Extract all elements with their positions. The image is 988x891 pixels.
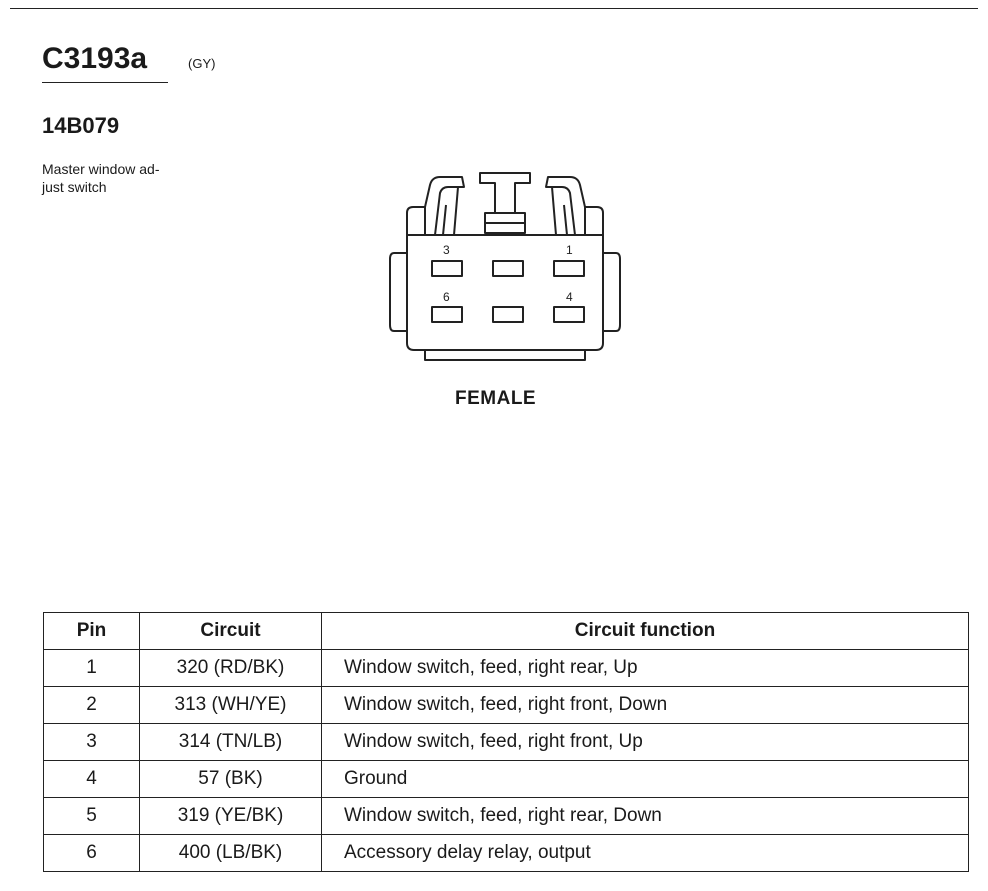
table-row: 5 319 (YE/BK) Window switch, feed, right… bbox=[43, 797, 969, 835]
cell-pin: 5 bbox=[43, 797, 140, 835]
pin-label-1: 1 bbox=[566, 243, 573, 257]
connector-right-ear bbox=[603, 252, 621, 332]
table-row: 1 320 (RD/BK) Window switch, feed, right… bbox=[43, 649, 969, 687]
pin-cavity-4 bbox=[553, 306, 585, 323]
table-row: 4 57 (BK) Ground bbox=[43, 760, 969, 798]
top-rule bbox=[10, 8, 978, 9]
cell-circuit: 57 (BK) bbox=[139, 760, 322, 798]
right-latch-inner bbox=[563, 204, 568, 236]
cell-function: Window switch, feed, right rear, Up bbox=[321, 649, 969, 687]
header-circuit-function: Circuit function bbox=[321, 612, 969, 650]
cell-circuit: 400 (LB/BK) bbox=[139, 834, 322, 872]
center-lock-tab bbox=[479, 172, 531, 214]
component-description: Master window ad- just switch bbox=[42, 160, 202, 196]
cell-function: Window switch, feed, right front, Down bbox=[321, 686, 969, 724]
connector-color-code: (GY) bbox=[188, 56, 216, 71]
pin-label-6: 6 bbox=[443, 290, 450, 304]
description-line-2: just switch bbox=[42, 179, 107, 195]
cell-pin: 4 bbox=[43, 760, 140, 798]
cell-function: Accessory delay relay, output bbox=[321, 834, 969, 872]
connector-top-shoulders bbox=[406, 206, 604, 235]
cell-pin: 2 bbox=[43, 686, 140, 724]
right-latch bbox=[545, 176, 586, 236]
pin-cavity-1 bbox=[553, 260, 585, 277]
table-row: 6 400 (LB/BK) Accessory delay relay, out… bbox=[43, 834, 969, 872]
cell-function: Window switch, feed, right rear, Down bbox=[321, 797, 969, 835]
cell-function: Ground bbox=[321, 760, 969, 798]
pin-cavity-2 bbox=[492, 260, 524, 277]
cell-pin: 3 bbox=[43, 723, 140, 761]
cell-circuit: 314 (TN/LB) bbox=[139, 723, 322, 761]
left-latch bbox=[424, 176, 465, 236]
view-label: FEMALE bbox=[455, 388, 537, 409]
cell-circuit: 319 (YE/BK) bbox=[139, 797, 322, 835]
header-circuit: Circuit bbox=[139, 612, 322, 650]
table-row: 2 313 (WH/YE) Window switch, feed, right… bbox=[43, 686, 969, 724]
pin-cavity-3 bbox=[431, 260, 463, 277]
pin-cavity-5 bbox=[492, 306, 524, 323]
pin-label-3: 3 bbox=[443, 243, 450, 257]
cell-function: Window switch, feed, right front, Up bbox=[321, 723, 969, 761]
cell-circuit: 313 (WH/YE) bbox=[139, 686, 322, 724]
header-pin: Pin bbox=[43, 612, 140, 650]
pinout-table: Pin Circuit Circuit function 1 320 (RD/B… bbox=[43, 612, 969, 872]
left-latch-inner bbox=[442, 204, 447, 236]
connector-id-underline bbox=[42, 82, 168, 83]
pin-label-4: 4 bbox=[566, 290, 573, 304]
cell-pin: 6 bbox=[43, 834, 140, 872]
cell-pin: 1 bbox=[43, 649, 140, 687]
part-number: 14B079 bbox=[42, 113, 120, 138]
connector-face-diagram: 3 1 6 4 bbox=[389, 172, 621, 361]
connector-body-outline bbox=[406, 234, 604, 351]
connector-bottom-lip bbox=[424, 350, 586, 361]
description-line-1: Master window ad- bbox=[42, 161, 160, 177]
connector-left-ear bbox=[389, 252, 407, 332]
cell-circuit: 320 (RD/BK) bbox=[139, 649, 322, 687]
pin-cavity-6 bbox=[431, 306, 463, 323]
table-row: 3 314 (TN/LB) Window switch, feed, right… bbox=[43, 723, 969, 761]
connector-id: C3193a bbox=[42, 42, 148, 75]
table-header-row: Pin Circuit Circuit function bbox=[43, 612, 969, 650]
